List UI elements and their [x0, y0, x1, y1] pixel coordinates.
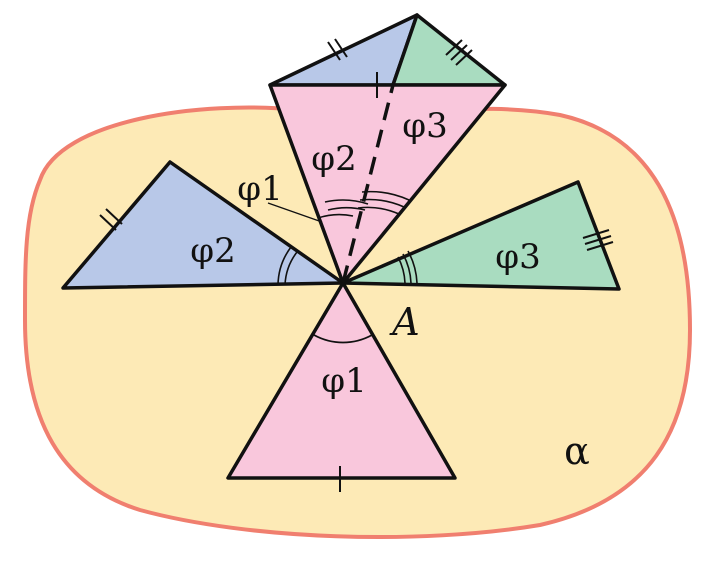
tick-top-blue-2 — [334, 38, 348, 58]
tick-right-edge-1 — [582, 229, 610, 239]
angle-arc-phi2-left-b — [277, 246, 292, 286]
angle-arc-phi3-right-a — [397, 256, 406, 284]
label-plane-alpha: α — [564, 429, 590, 473]
angle-arc-phi3-right-c — [407, 250, 418, 284]
angle-arc-phi3-top-b — [359, 198, 405, 208]
left-triangle — [61, 160, 345, 290]
label-phi2-left: φ2 — [190, 231, 235, 271]
label-phi3-top: φ3 — [402, 106, 447, 146]
angle-arc-phi1-bottom — [313, 334, 373, 344]
tick-top-green-3 — [455, 49, 473, 66]
tick-left-edge-1 — [99, 214, 117, 231]
angle-arc-phi3-top-c — [361, 190, 410, 201]
angle-arc-phi2-left-a — [284, 251, 298, 286]
tick-top-green-2 — [450, 44, 468, 61]
right-triangle — [341, 180, 621, 291]
top-pink-triangle — [268, 83, 507, 285]
tick-top-green-1 — [445, 39, 463, 56]
angle-arc-phi2-top-b — [324, 199, 369, 205]
angle-arc-phi1-top — [317, 213, 354, 219]
phi1-pointer-line — [267, 202, 323, 223]
tick-top-blue-1 — [327, 41, 341, 61]
angle-arc-phi2-top-a — [327, 206, 366, 211]
bottom-triangle — [226, 281, 457, 480]
label-phi3-right: φ3 — [495, 237, 540, 277]
hidden-edge-dashed — [341, 84, 395, 284]
tick-left-edge-2 — [105, 208, 123, 225]
tick-right-edge-2 — [584, 235, 612, 245]
angle-arc-phi3-top-a — [357, 206, 400, 215]
label-phi2-top: φ2 — [311, 139, 356, 179]
label-vertex-a: A — [389, 300, 419, 344]
label-phi1-pointer: φ1 — [237, 169, 282, 209]
tick-right-edge-3 — [586, 241, 614, 251]
angle-arc-phi3-right-b — [402, 253, 412, 284]
label-phi1-bottom: φ1 — [321, 361, 366, 401]
